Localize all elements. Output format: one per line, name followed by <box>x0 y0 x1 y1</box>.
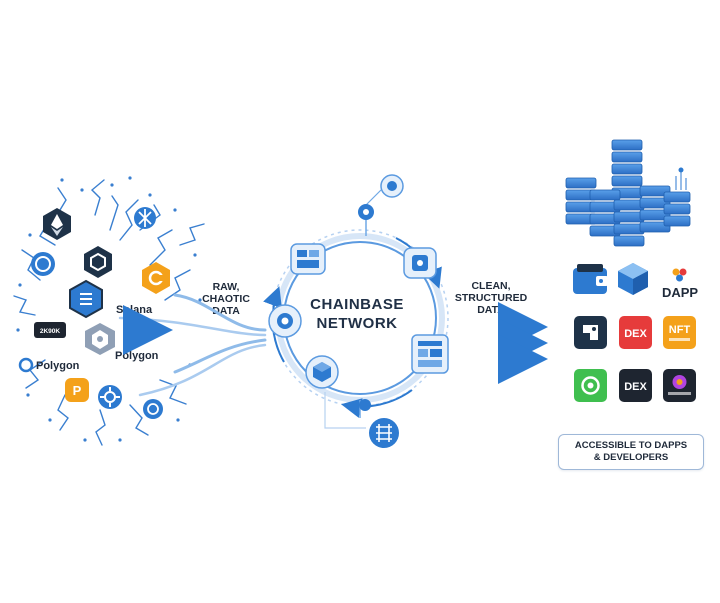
solana-hub-icon <box>69 279 103 319</box>
black-badge-icon: 2K90K <box>34 322 66 338</box>
solana-label: Solana <box>116 304 153 316</box>
svg-text:P: P <box>73 383 82 398</box>
orbit-node-chart-icon <box>290 243 326 275</box>
badge-text: 2K90K <box>40 328 61 335</box>
wallet-icon <box>573 264 608 294</box>
dex-black-tile: DEX <box>619 369 652 402</box>
dapp-logo-icon <box>672 268 687 282</box>
dex-red-label: DEX <box>624 328 647 340</box>
center-title-line-2: NETWORK <box>317 315 398 332</box>
orange-p-node-icon: P <box>65 378 89 402</box>
data-dots <box>16 176 202 442</box>
clean-data-caption-line-1: CLEAN, <box>471 280 510 292</box>
outflow-arrows <box>452 302 548 384</box>
polygon-hub-icon <box>85 323 115 355</box>
clean-data-caption-line-2: STRUCTURED <box>455 292 528 304</box>
polygon-logo-small-icon <box>18 357 34 373</box>
small-coin-node-icon <box>143 399 163 419</box>
dex-red-tile: DEX <box>619 316 652 349</box>
coin-node-icon <box>31 252 55 276</box>
raw-data-cluster: Solana 2K90K Polygon Polygon P <box>13 176 205 446</box>
access-box-line-2: & DEVELOPERS <box>593 452 669 463</box>
center-title-line-1: CHAINBASE <box>310 296 404 313</box>
green-refresh-tile <box>574 369 607 402</box>
cube-stack-icon <box>618 263 648 295</box>
orbit-node-cube-icon <box>305 355 339 389</box>
snowflake-node-icon <box>134 207 156 229</box>
gear-cluster-node-icon <box>98 385 122 409</box>
raw-data-caption-line-2: CHAOTIC <box>202 293 250 305</box>
purple-app-tile <box>663 369 696 402</box>
raw-data-caption-line-1: RAW, <box>213 281 240 293</box>
server-stack-icon <box>565 139 691 247</box>
ethereum-node-icon <box>43 208 71 240</box>
polygon-label-right: Polygon <box>115 350 159 362</box>
nft-label: NFT <box>669 324 691 336</box>
nft-tile: NFT <box>663 316 696 349</box>
accessible-to-dapps-box: ACCESSIBLE TO DAPPS & DEVELOPERS <box>558 434 704 470</box>
orbit-node-bottom-icon <box>324 392 399 448</box>
dapp-label: DAPP <box>662 285 698 300</box>
hex-node-icon <box>84 246 112 278</box>
access-box-line-1: ACCESSIBLE TO DAPPS <box>574 440 688 451</box>
orbit-node-dashboard-icon <box>411 334 449 374</box>
polygon-label-left: Polygon <box>36 360 80 372</box>
orange-c-node-icon <box>142 262 170 294</box>
clean-data-caption-line-3: DATA <box>477 304 505 316</box>
dex-black-label: DEX <box>624 381 647 393</box>
orbit-node-brain-icon <box>268 304 302 338</box>
orbit-node-top-icon <box>358 174 404 236</box>
game-app-tile <box>574 316 607 349</box>
orbit-node-puzzle-icon <box>403 247 437 279</box>
